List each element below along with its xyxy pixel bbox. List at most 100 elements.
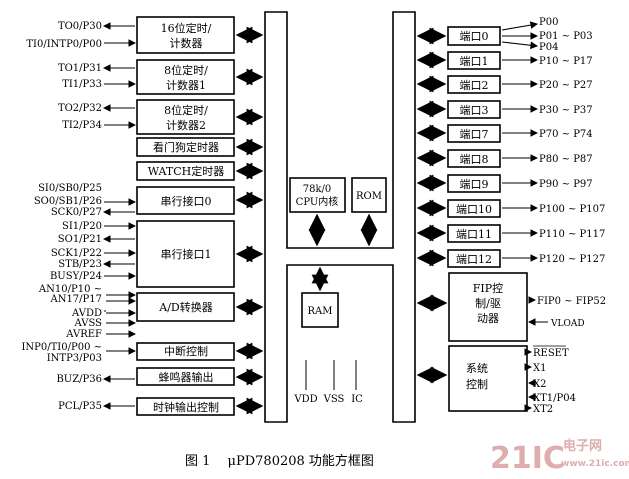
pin-p110: P110 ~ P117 (539, 229, 605, 240)
port0-label: 端口0 (460, 30, 489, 43)
pin-p90: P90 ~ P97 (539, 179, 593, 190)
clock-out-block (136, 397, 235, 416)
interrupt-block (136, 342, 235, 361)
port12-block (447, 249, 501, 268)
adc-block (136, 292, 235, 322)
fip-driver-block (448, 272, 528, 342)
port1-block (447, 51, 501, 70)
pin-intp3: INTP3/P03 (47, 353, 102, 364)
port1-label: 端口1 (460, 55, 489, 68)
pin-avdd: AVDD (71, 308, 102, 319)
port8-block (447, 149, 501, 168)
port3-block (447, 100, 501, 119)
fip-output-pins: FIP0 ~ FIP52 (537, 296, 606, 307)
pin-p10: P10 ~ P17 (539, 56, 593, 67)
ram-block (301, 292, 339, 328)
timer8-1-label1: 8位定时/ (164, 63, 208, 77)
pin-inp0: INP0/TI0/P00 ~ (21, 342, 102, 353)
timer8-2-block (136, 99, 235, 135)
cpu-core-block (289, 177, 346, 213)
pin-p100: P100 ~ P107 (539, 204, 605, 215)
pin-avref: AVREF (65, 329, 102, 340)
watermark-brand: 21IC (490, 441, 565, 476)
serial0-label: 串行接口0 (161, 195, 212, 208)
serial0-block (136, 186, 235, 215)
port7-label: 端口7 (460, 128, 489, 141)
interrupt-label: 中断控制 (164, 344, 208, 358)
ic-label: IC (351, 394, 363, 405)
timer8-1-label2: 计数器1 (166, 79, 206, 92)
pin-ti2: TI2/P34 (62, 120, 102, 131)
pin-avss: AVSS (74, 318, 103, 329)
port12-label: 端口12 (456, 253, 492, 266)
sys-label1: 系统 (466, 362, 488, 375)
adc-label: A/D转换器 (158, 300, 212, 314)
fip-label3: 动器 (477, 312, 499, 325)
vload-pin: VLOAD (550, 319, 585, 329)
port8-label: 端口8 (460, 153, 489, 166)
fip-label1: FIP控 (473, 281, 503, 295)
serial1-label: 串行接口1 (161, 248, 212, 261)
port2-block (447, 75, 501, 94)
watch-timer-block (136, 161, 235, 181)
vdd-label: VDD (293, 394, 317, 405)
watermark-logo: 21IC 电子网 www.21ic.com (490, 438, 629, 476)
pin-reset: RESET (533, 348, 569, 359)
pin-so0: SO0/SB1/P26 (34, 196, 102, 207)
port2-label: 端口2 (460, 79, 489, 92)
pin-stb: STB/P23 (58, 259, 102, 270)
pin-p80: P80 ~ P87 (539, 154, 593, 165)
pin-ti1: TI1/P33 (62, 79, 102, 90)
pin-p30: P30 ~ P37 (539, 105, 593, 116)
pin-xt1: XT1/P04 (533, 393, 576, 404)
port10-block (447, 199, 501, 218)
pin-p120: P120 ~ P127 (539, 254, 605, 265)
pin-to1: TO1/P31 (58, 63, 102, 74)
timer16-label1: 16位定时/ (161, 21, 212, 35)
timer16-label2: 计数器 (170, 37, 203, 50)
watermark-cn: 电子网 (563, 438, 602, 454)
pin-sck0: SCK0/P27 (51, 207, 102, 218)
watchdog-label: 看门狗定时器 (153, 140, 219, 154)
pin-ti0: TI0/INTP0/P00 (26, 39, 102, 50)
buzzer-label: 蜂鸣器输出 (159, 370, 214, 384)
pin-so1: SO1/P21 (58, 234, 102, 245)
system-control-block (448, 345, 528, 412)
watch-timer-label: WATCH定时器 (148, 164, 224, 178)
pin-p04: P04 (539, 42, 558, 53)
port9-block (447, 174, 501, 193)
port9-label: 端口9 (460, 178, 489, 191)
port0-block (447, 26, 501, 46)
pin-pcl: PCL/P35 (58, 401, 102, 412)
rom-block (351, 177, 387, 213)
timer16-block (136, 16, 235, 54)
watermark-url: www.21ic.com (561, 459, 629, 469)
sys-label2: 控制 (466, 377, 488, 391)
pin-x1: X1 (533, 363, 546, 374)
pin-si0: SI0/SB0/P25 (38, 183, 102, 194)
pin-to2: TO2/P32 (58, 103, 102, 114)
pin-x2: X2 (533, 379, 546, 390)
timer8-2-label2: 计数器2 (166, 119, 206, 132)
port10-label: 端口10 (456, 203, 492, 216)
watchdog-block (136, 137, 235, 157)
port11-label: 端口11 (456, 228, 492, 241)
cpu-label2: CPU内核 (296, 195, 339, 208)
pin-busy: BUSY/P24 (50, 271, 102, 282)
pin-p20: P20 ~ P27 (539, 80, 593, 91)
vss-label: VSS (323, 394, 345, 405)
pin-p70: P70 ~ P74 (539, 129, 593, 140)
clock-out-label: 时钟输出控制 (153, 400, 219, 414)
pin-xt2: XT2 (533, 404, 553, 415)
port3-label: 端口3 (460, 104, 489, 117)
timer8-1-block (136, 59, 235, 95)
pin-an10: AN10/P10 ~ (38, 284, 102, 295)
pin-to0: TO0/P30 (58, 21, 102, 32)
serial1-block (136, 220, 235, 288)
internal-bus (264, 11, 416, 423)
rom-label: ROM (356, 191, 382, 202)
timer8-2-label1: 8位定时/ (164, 103, 208, 117)
buzzer-block (136, 367, 235, 386)
ram-label: RAM (308, 306, 333, 317)
